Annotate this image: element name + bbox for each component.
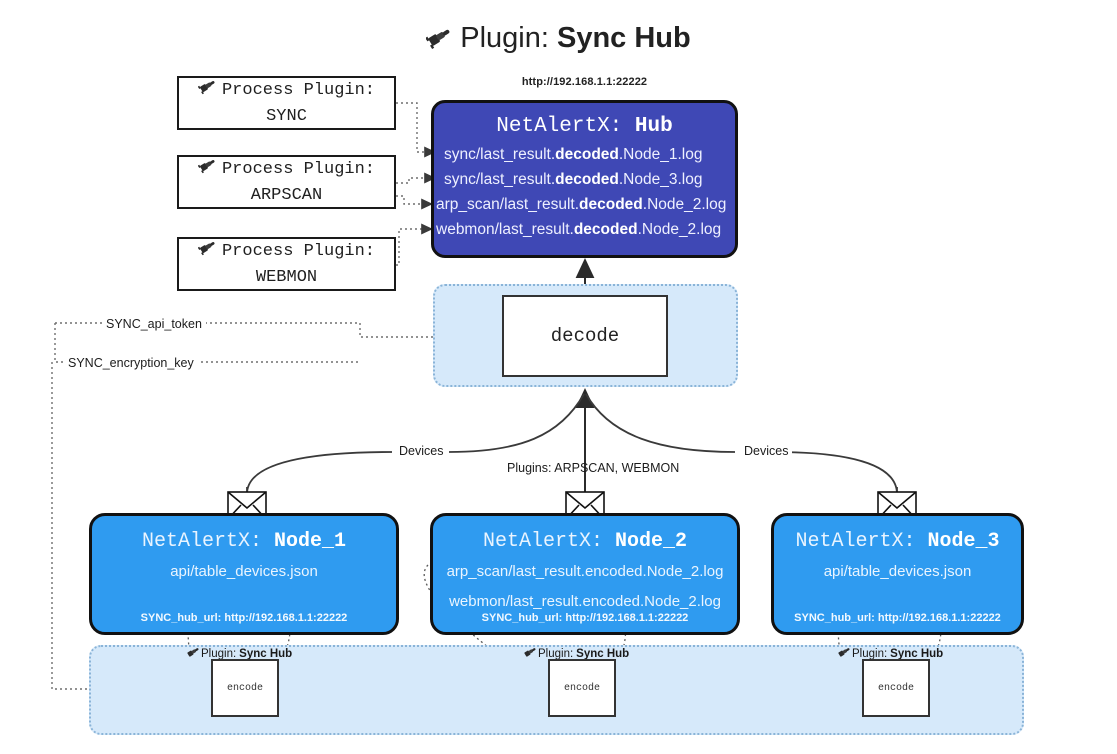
encode-box-2[interactable]: encode [548,659,616,717]
edge-label-encryption-key: SYNC_encryption_key [64,356,198,370]
process-plugin-sync-box[interactable]: Process Plugin: SYNC [177,76,396,130]
encoder-2-label: Plugin:Sync Hub [523,645,629,662]
process-plugin-sync-line2: SYNC [266,107,307,126]
hub-log-line: sync/last_result.decoded.Node_3.log [444,171,703,188]
process-plugin-webmon-line2: WEBMON [255,268,318,287]
node-2-title: NetAlertX: Node_2 [482,530,688,553]
node-2-line: arp_scan/last_result.encoded.Node_2.log [446,563,724,580]
process-plugin-arpscan-line1: Process Plugin: [197,156,376,183]
process-plugin-sync-text: Process Plugin: [221,81,376,100]
process-plugin-webmon-box[interactable]: Process Plugin: WEBMON [177,237,396,291]
hub-box[interactable]: NetAlertX: Hub sync/last_result.decoded.… [431,100,738,258]
plug-icon [197,77,218,104]
plug-icon [197,156,218,183]
process-plugin-webmon-text: Process Plugin: [221,242,376,261]
process-plugin-arpscan-box[interactable]: Process Plugin: ARPSCAN [177,155,396,209]
process-plugin-sync-line1: Process Plugin: [197,77,376,104]
edge-label-devices-left: Devices [395,444,448,458]
node-2-footer: SYNC_hub_url: http://192.168.1.1:22222 [481,612,689,624]
node-1-title: NetAlertX: Node_1 [141,530,347,553]
hub-log-line: arp_scan/last_result.decoded.Node_2.log [436,196,727,213]
hub-url-label: http://192.168.1.1:22222 [521,76,648,88]
node-2-line: webmon/last_result.encoded.Node_2.log [449,593,721,610]
plug-icon [523,645,538,662]
node-3-line: api/table_devices.json [823,563,972,580]
edge-label-api-token: SYNC_api_token [102,317,206,331]
hub-title: NetAlertX: Hub [434,112,735,142]
plug-icon [197,238,218,265]
encode-box-3[interactable]: encode [862,659,930,717]
hub-log-line: webmon/last_result.decoded.Node_2.log [436,221,722,238]
encoder-1-label: Plugin:Sync Hub [186,645,292,662]
plug-icon [186,645,201,662]
edge-label-devices-right: Devices [740,444,793,458]
decode-box[interactable]: decode [502,295,668,377]
page-title-prefix: Plugin: [460,22,549,54]
node-3-box[interactable]: NetAlertX: Node_3 api/table_devices.json… [771,513,1024,635]
process-plugin-arpscan-text: Process Plugin: [221,160,376,179]
plug-icon [425,19,454,63]
page-title-name: Sync Hub [556,22,691,54]
edge-label-plugins: Plugins: ARPSCAN, WEBMON [507,461,680,475]
node-1-footer: SYNC_hub_url: http://192.168.1.1:22222 [140,612,348,624]
process-plugin-webmon-line1: Process Plugin: [197,238,376,265]
node-2-box[interactable]: NetAlertX: Node_2 arp_scan/last_result.e… [430,513,740,635]
node-1-line: api/table_devices.json [170,563,318,580]
plug-icon [837,645,852,662]
node-3-title: NetAlertX: Node_3 [795,530,1000,553]
node-3-footer: SYNC_hub_url: http://192.168.1.1:22222 [794,612,1001,624]
page-title: Plugin: Sync Hub [0,16,1117,63]
encoder-3-label: Plugin:Sync Hub [837,645,943,662]
hub-log-line: sync/last_result.decoded.Node_1.log [444,146,703,163]
encode-box-1[interactable]: encode [211,659,279,717]
process-plugin-arpscan-line2: ARPSCAN [250,186,323,205]
node-1-box[interactable]: NetAlertX: Node_1 api/table_devices.json… [89,513,399,635]
hub-title-name: Hub [634,115,673,138]
hub-title-prefix: NetAlertX: [496,115,623,138]
